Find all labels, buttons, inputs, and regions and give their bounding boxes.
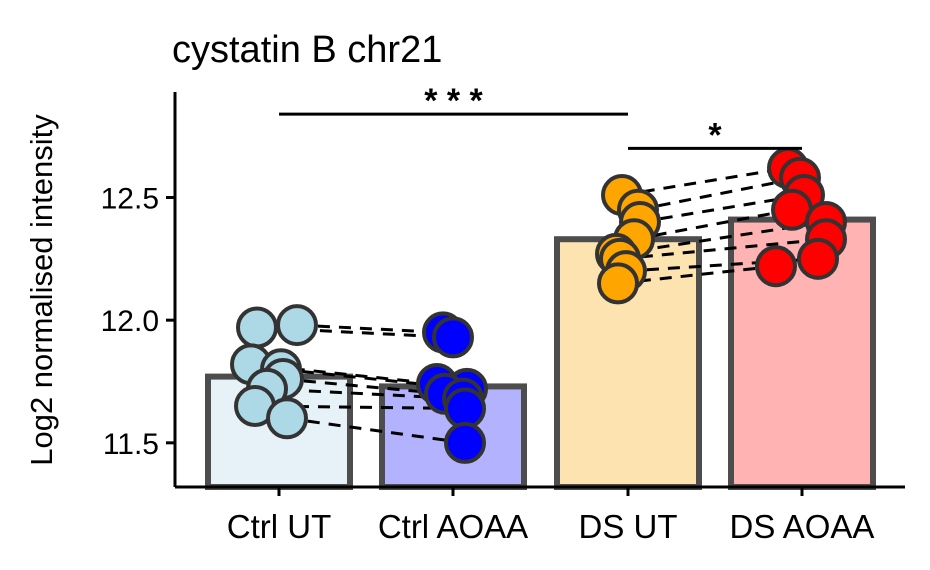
y-axis-label: Log2 normalised intensity	[24, 114, 59, 466]
paired-line	[633, 208, 793, 241]
y-tick-label: 12.5	[101, 182, 159, 215]
data-point	[236, 306, 278, 349]
paired-line	[637, 176, 801, 212]
paired-line	[296, 323, 444, 334]
paired-line	[625, 257, 819, 273]
data-point	[755, 245, 797, 288]
paired-line	[621, 166, 789, 197]
data-point	[432, 316, 474, 359]
y-tick-label: 12.0	[101, 305, 159, 338]
significance-layer: * * * *	[279, 82, 802, 154]
significance-label: * * *	[424, 82, 483, 120]
points-layer	[230, 147, 847, 464]
data-point	[276, 304, 318, 347]
x-tick-label: Ctrl AOAA	[378, 508, 528, 545]
paired-line	[619, 237, 827, 261]
x-tick-label: DS UT	[579, 508, 678, 545]
chart-title: cystatin B chr21	[172, 29, 442, 71]
data-point	[266, 397, 308, 440]
significance-label: *	[708, 116, 722, 154]
paired-line	[286, 416, 466, 445]
x-tick-label: Ctrl UT	[227, 508, 331, 545]
data-point	[597, 262, 639, 305]
data-point	[444, 421, 486, 464]
x-tick-label: DS AOAA	[730, 508, 875, 545]
data-point	[797, 237, 839, 280]
paired-line	[639, 193, 805, 224]
y-tick-label: 11.5	[103, 428, 159, 461]
data-point	[444, 387, 486, 430]
